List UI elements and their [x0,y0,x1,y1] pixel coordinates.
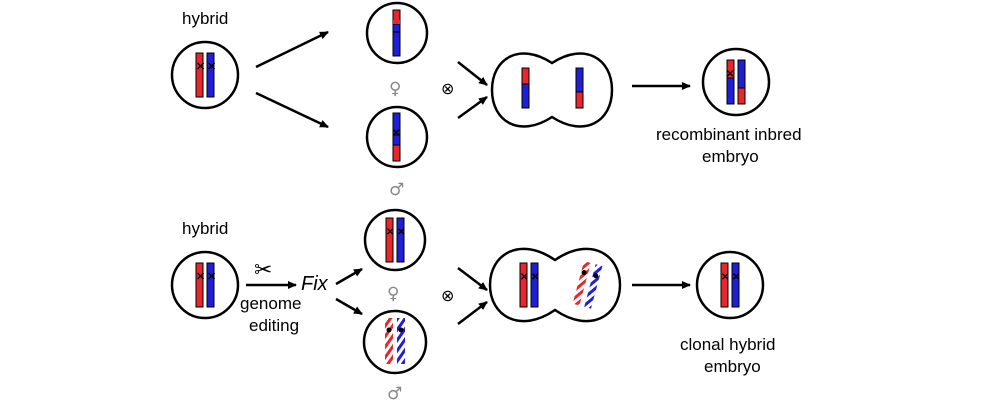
svg-text:✕: ✕ [531,272,539,283]
svg-text:✕: ✕ [196,271,205,283]
clonal-hybrid-embryo: ✕ ✕ [695,250,765,320]
svg-text:✕: ✕ [721,272,729,283]
recombinant-label-line1: recombinant inbred [656,125,802,144]
arrow-male-to-zygote-bottom [457,301,488,325]
bottom-male-gamete [362,309,428,375]
clonal-label-line1: clonal hybrid [680,335,775,354]
svg-text:✕: ✕ [520,272,528,283]
top-cross-symbol: ⊗ [441,79,454,98]
recombinant-inbred-embryo: ✕ [701,47,771,117]
svg-text:✕: ✕ [207,271,216,283]
clonal-label-line2: embryo [704,357,761,376]
arrow-female-to-zygote-top [457,61,488,86]
arrow-female-to-zygote-bottom [457,267,488,291]
svg-text:✕: ✕ [392,128,400,139]
top-hybrid-label: hybrid [182,9,228,28]
top-hybrid-cell: ✕ ✕ [170,40,240,110]
top-female-gamete [365,1,429,65]
recombinant-label-line2: embryo [702,147,759,166]
bottom-female-symbol: ♀ [387,284,399,304]
top-male-gamete: ✕ [365,105,429,169]
svg-text:✕: ✕ [726,69,734,80]
arrow-to-male-gamete-top [255,91,329,129]
svg-text:✕: ✕ [397,227,405,238]
bottom-hybrid-cell: ✕ ✕ [170,250,240,320]
svg-text:✕: ✕ [207,61,216,73]
chromosome-blue [206,52,215,98]
svg-text:✕: ✕ [732,272,740,283]
chromosome-red [195,52,204,98]
arrow-male-to-zygote-top [457,95,488,120]
arrow-to-female-gamete-top [255,30,329,69]
svg-text:✕: ✕ [196,61,205,73]
bottom-female-gamete: ✕ ✕ [363,208,427,272]
top-female-symbol: ♀ [389,79,401,99]
arrow-to-female-gamete-bottom [335,267,363,286]
top-male-symbol: ♂ [389,180,404,200]
svg-text:✕: ✕ [386,227,394,238]
bottom-hybrid-label: hybrid [182,219,228,238]
bottom-zygote: ✕ ✕ [488,247,622,323]
genome-editing-label-line1: genome [240,294,301,313]
genome-editing-label-line2: editing [249,316,299,335]
arrow-to-male-gamete-bottom [335,297,363,316]
top-zygote [490,52,614,128]
scissors-icon: ✂ [254,257,272,282]
bottom-male-symbol: ♂ [387,384,402,400]
bottom-cross-symbol: ⊗ [441,286,454,305]
fix-label: Fix [301,273,329,295]
